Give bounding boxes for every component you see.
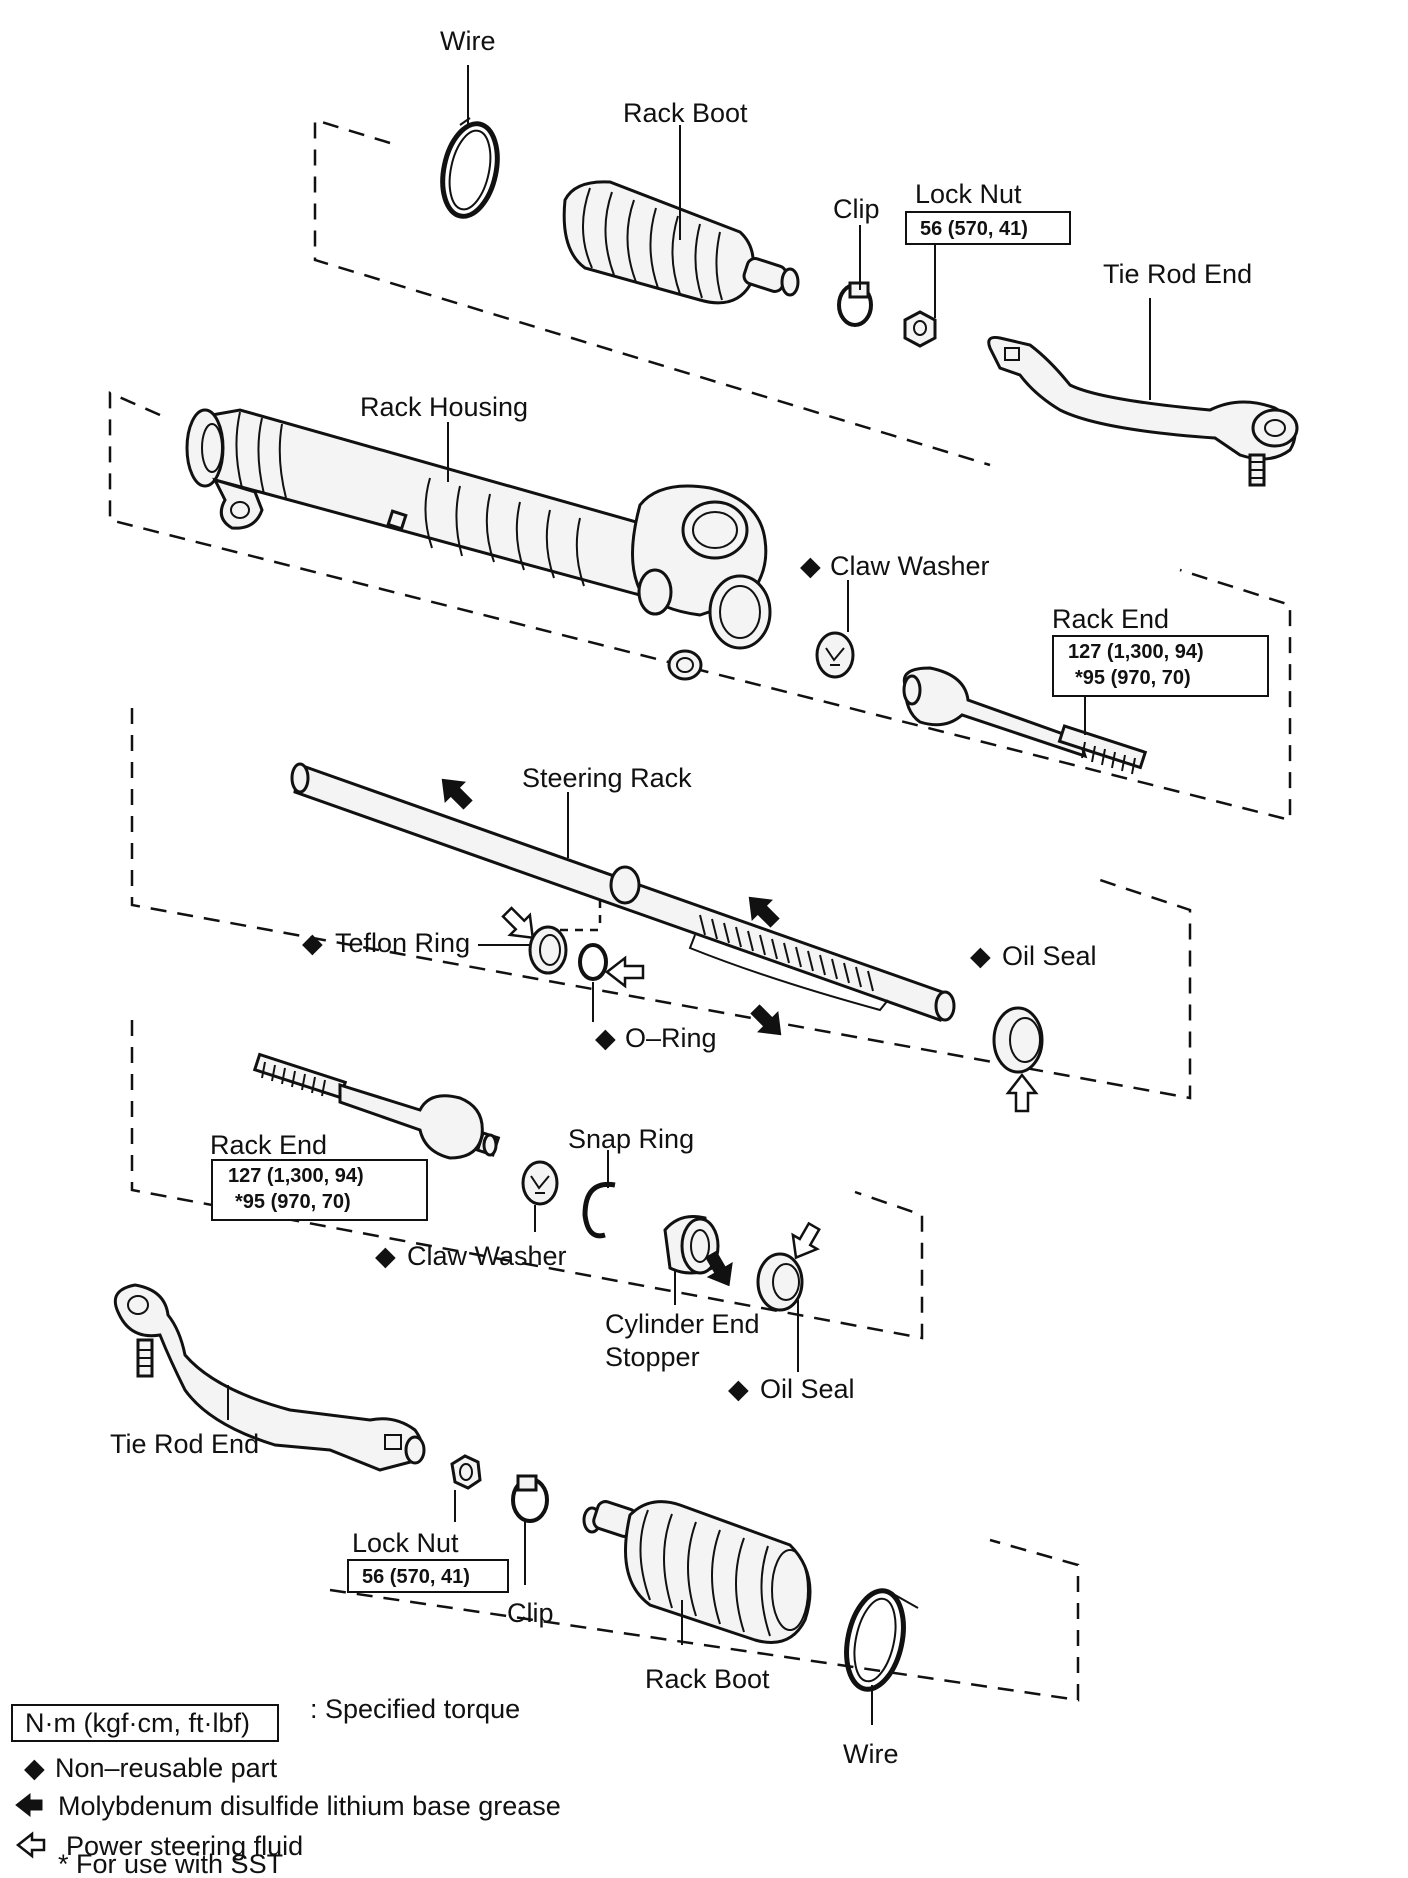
diamond-oil-seal-bottom: ◆: [728, 1374, 749, 1404]
grease-arrow-cylinder-stopper: [705, 1250, 733, 1287]
group-outline-lower: [130, 1020, 924, 1340]
diamond-claw-washer-bottom: ◆: [375, 1241, 396, 1271]
legend-diamond-icon: ◆: [24, 1753, 45, 1783]
label-wire-bottom: Wire: [843, 1739, 899, 1769]
fluid-arrow-oil-seal-bottom: [791, 1221, 821, 1260]
torque-rack-end-bottom-1: 127 (1,300, 94): [228, 1165, 364, 1187]
group-outline-rack: [130, 708, 1192, 1100]
label-o-ring: O–Ring: [625, 1023, 717, 1053]
fluid-arrow-oil-seal-right: [1005, 1072, 1039, 1113]
legend-non-reusable: Non–reusable part: [55, 1753, 278, 1783]
label-rack-end-top: Rack End: [1052, 604, 1169, 634]
tie-rod-end-top-part: [987, 336, 1299, 487]
torque-box-lock-nut-top: [905, 211, 1071, 245]
torque-rack-end-bottom-2: *95 (970, 70): [235, 1191, 351, 1213]
legend-fluid: Power steering fluid: [66, 1831, 303, 1861]
label-clip-bottom: Clip: [507, 1598, 554, 1628]
label-cylinder-end-stopper-2: Stopper: [605, 1342, 700, 1372]
label-rack-boot-top: Rack Boot: [623, 98, 748, 128]
legend-fluid-arrow-icon: [15, 1831, 46, 1859]
clip-top-part: [837, 281, 873, 327]
label-oil-seal-right: Oil Seal: [1002, 941, 1097, 971]
rack-end-top-part: [902, 666, 1148, 775]
cylinder-end-stopper-part: [663, 1215, 720, 1275]
torque-box-lock-nut-bottom: [347, 1559, 509, 1593]
snap-ring-part: [582, 1181, 616, 1239]
oil-seal-right-part: [992, 1006, 1044, 1074]
claw-washer-bottom-part: [521, 1160, 559, 1206]
torque-box-rack-end-bottom: [211, 1159, 428, 1221]
rack-end-bottom-part: [252, 1052, 501, 1160]
label-claw-washer-bottom: Claw Washer: [407, 1241, 567, 1271]
legend-sst: * For use with SST: [58, 1849, 283, 1878]
label-tie-rod-end-top: Tie Rod End: [1103, 259, 1252, 289]
fluid-arrow-teflon-ring: [501, 906, 535, 940]
steering-rack-part: [290, 762, 956, 1022]
label-snap-ring: Snap Ring: [568, 1124, 694, 1154]
clip-bottom-part: [511, 1474, 549, 1523]
label-rack-boot-bottom: Rack Boot: [645, 1664, 770, 1694]
torque-rack-end-top-2: *95 (970, 70): [1075, 667, 1191, 689]
label-teflon-ring: Teflon Ring: [335, 928, 470, 958]
rack-housing-part: [185, 408, 772, 681]
diamond-teflon-ring: ◆: [302, 928, 323, 958]
torque-rack-end-top-1: 127 (1,300, 94): [1068, 641, 1204, 663]
torque-lock-nut-top: 56 (570, 41): [920, 218, 1028, 240]
diamond-claw-washer-top: ◆: [800, 551, 821, 581]
claw-washer-top-part: [815, 631, 855, 679]
label-lock-nut-bottom: Lock Nut: [352, 1528, 459, 1558]
rack-boot-bottom-part: [582, 1500, 812, 1644]
lock-nut-bottom-part: [450, 1454, 482, 1490]
legend-grease-arrow-icon: [15, 1792, 43, 1818]
label-wire-top: Wire: [440, 26, 496, 56]
label-tie-rod-end-bottom: Tie Rod End: [110, 1429, 259, 1459]
diamond-o-ring: ◆: [595, 1023, 616, 1053]
group-outline-top: [313, 118, 991, 467]
label-rack-end-bottom: Rack End: [210, 1130, 327, 1160]
diamond-oil-seal-right: ◆: [970, 941, 991, 971]
legend-torque-box: [11, 1704, 279, 1742]
label-oil-seal-bottom: Oil Seal: [760, 1374, 855, 1404]
legend-torque-unit: N·m (kgf·cm, ft·lbf): [25, 1708, 250, 1738]
o-ring-part: [578, 943, 608, 981]
rack-boot-top-part: [562, 180, 800, 305]
legend: N·m (kgf·cm, ft·lbf) : Specified torque …: [11, 1694, 561, 1878]
label-claw-washer-top: Claw Washer: [830, 551, 990, 581]
torque-lock-nut-bottom: 56 (570, 41): [362, 1566, 470, 1588]
label-rack-housing: Rack Housing: [360, 392, 528, 422]
grease-arrow-rack-left: [441, 778, 473, 810]
tie-rod-end-bottom-part: [113, 1283, 426, 1472]
label-cylinder-end-stopper-1: Cylinder End: [605, 1309, 760, 1339]
oil-seal-bottom-part: [756, 1252, 804, 1312]
teflon-ring-part: [528, 925, 568, 975]
grease-arrow-rack-teeth-bottom: [750, 1004, 782, 1036]
torque-box-rack-end-top: [1052, 635, 1269, 697]
lock-nut-top-part: [903, 310, 937, 348]
group-outline-bottom: [329, 1538, 1080, 1702]
legend-torque-desc: : Specified torque: [310, 1694, 520, 1724]
grease-arrow-rack-teeth-top: [748, 896, 780, 928]
label-clip-top: Clip: [833, 194, 880, 224]
label-steering-rack: Steering Rack: [522, 763, 692, 793]
wire-bottom-part: [844, 1588, 919, 1692]
legend-grease: Molybdenum disulfide lithium base grease: [58, 1791, 561, 1821]
label-lock-nut-top: Lock Nut: [915, 179, 1022, 209]
wire-top-part: [440, 117, 500, 219]
fluid-arrow-o-ring: [604, 955, 645, 989]
